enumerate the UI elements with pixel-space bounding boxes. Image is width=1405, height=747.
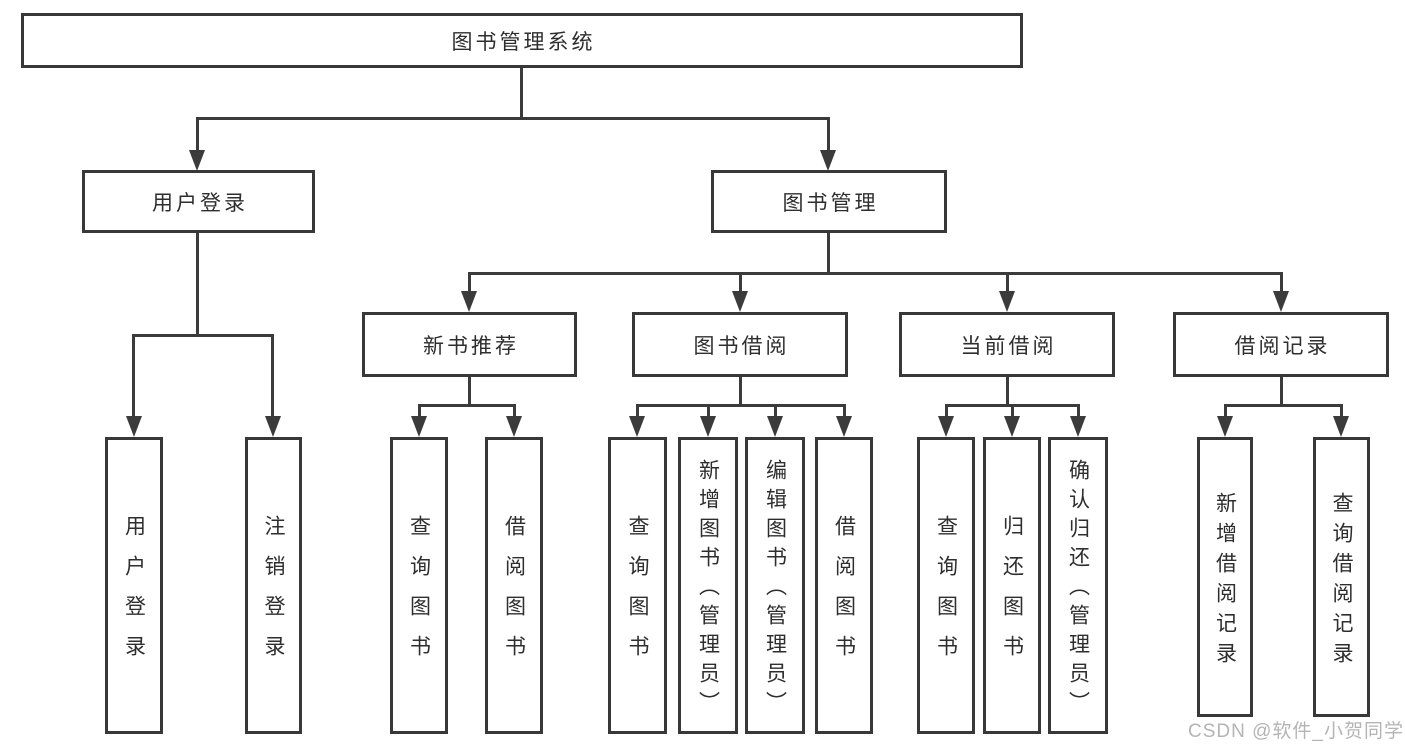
arrow-down-icon [629,416,645,437]
arrow-down-icon [1273,291,1289,312]
arrow-down-icon [1004,416,1020,437]
connector-drop [418,404,421,418]
leaf-query-books: 查询图书 [390,437,448,734]
connector-trunk [520,68,523,118]
connector-drop [1011,404,1014,418]
leaf-add-borrow-record: 新增借阅记录 [1197,437,1253,717]
arrow-down-icon [411,416,427,437]
connector-stub-book-management [827,233,830,275]
connector-stub-book-borrowing [739,377,742,406]
connector-drop-current-borrowing [1006,272,1009,293]
connector-drop-user-login [196,117,199,152]
leaf-borrow-books-label: 借阅图书 [832,515,856,675]
connector-drop [636,404,639,418]
leaf-edit-books-admin: 编辑图书（管理员） [745,437,805,734]
connector-stub-user-login [196,233,199,336]
node-current-borrowing-label: 当前借阅 [960,334,1057,358]
node-book-management: 图书管理 [711,170,947,233]
arrow-down-icon [461,291,477,312]
arrow-down-icon [189,150,205,171]
leaf-add-books-admin: 新增图书（管理员） [678,437,738,734]
leaf-add-borrow-record-label: 新增借阅记录 [1213,491,1237,672]
node-user-login: 用户登录 [82,170,315,233]
connector-branch-level3 [468,272,1283,275]
arrow-down-icon [732,291,748,312]
leaf-return-books: 归还图书 [983,437,1041,734]
connector-drop-login-leaf [132,334,135,418]
node-root: 图书管理系统 [21,13,1023,68]
connector-drop [774,404,777,418]
connector-drop [1224,404,1227,418]
arrow-down-icon [836,416,852,437]
node-current-borrowing: 当前借阅 [899,312,1115,377]
leaf-user-login-label: 用户登录 [122,515,146,675]
connector-drop [707,404,710,418]
arrow-down-icon [1217,416,1233,437]
leaf-logout-label: 注销登录 [262,515,285,675]
node-user-login-label: 用户登录 [152,191,248,215]
leaf-query-books-label: 查询图书 [934,515,958,675]
connector-branch-level2 [196,117,830,120]
connector-drop [513,404,516,418]
arrow-down-icon [938,416,954,437]
leaf-query-books-label: 查询图书 [626,515,649,675]
leaf-return-books-label: 归还图书 [1000,515,1024,675]
node-book-borrowing-label: 图书借阅 [693,334,790,358]
connector-drop-borrowing-records [1280,272,1283,293]
connector-drop [843,404,846,418]
arrow-down-icon [767,416,783,437]
connector-branch-user-login [132,334,274,337]
node-borrowing-records-label: 借阅记录 [1234,334,1331,358]
connector-drop-new-book [468,272,471,293]
leaf-query-books: 查询图书 [917,437,975,734]
leaf-query-borrow-record-label: 查询借阅记录 [1330,491,1353,672]
node-root-label: 图书管理系统 [451,30,596,54]
leaf-logout: 注销登录 [245,437,302,734]
node-book-borrowing: 图书借阅 [632,312,848,377]
leaf-borrow-books-label: 借阅图书 [502,515,526,675]
connector-stub-borrowing-records [1280,377,1283,406]
connector-branch-book-borrowing [636,404,846,407]
leaf-query-borrow-record: 查询借阅记录 [1313,437,1370,717]
leaf-confirm-return-admin-label: 确认归还（管理员） [1066,459,1090,720]
leaf-borrow-books: 借阅图书 [485,437,543,734]
leaf-confirm-return-admin: 确认归还（管理员） [1048,437,1108,734]
connector-drop [945,404,948,418]
node-new-book-recommendation: 新书推荐 [362,312,577,377]
arrow-down-icon [820,150,836,171]
arrow-down-icon [999,291,1015,312]
node-new-book-recommendation-label: 新书推荐 [423,334,519,358]
connector-branch-new-book [418,404,516,407]
arrow-down-icon [1333,416,1349,437]
leaf-query-books-label: 查询图书 [407,515,431,675]
leaf-user-login: 用户登录 [105,437,163,734]
connector-branch-borrowing-records [1224,404,1343,407]
csdn-watermark: CSDN @软件_小贺同学 [1188,721,1404,742]
connector-stub-current-borrowing [1006,377,1009,406]
connector-stub-new-book [468,377,471,406]
leaf-edit-books-admin-label: 编辑图书（管理员） [763,459,787,720]
arrow-down-icon [506,416,522,437]
leaf-query-books: 查询图书 [608,437,667,734]
connector-drop-book-management [827,117,830,152]
connector-drop-logout-leaf [271,334,274,418]
arrow-down-icon [1070,416,1086,437]
node-borrowing-records: 借阅记录 [1173,312,1389,377]
connector-drop [1077,404,1080,418]
arrow-down-icon [265,416,281,437]
leaf-add-books-admin-label: 新增图书（管理员） [696,459,720,720]
connector-drop-book-borrowing [739,272,742,293]
arrow-down-icon [700,416,716,437]
arrow-down-icon [126,416,142,437]
connector-drop [1340,404,1343,418]
leaf-borrow-books: 借阅图书 [815,437,873,734]
node-book-management-label: 图书管理 [782,191,879,215]
